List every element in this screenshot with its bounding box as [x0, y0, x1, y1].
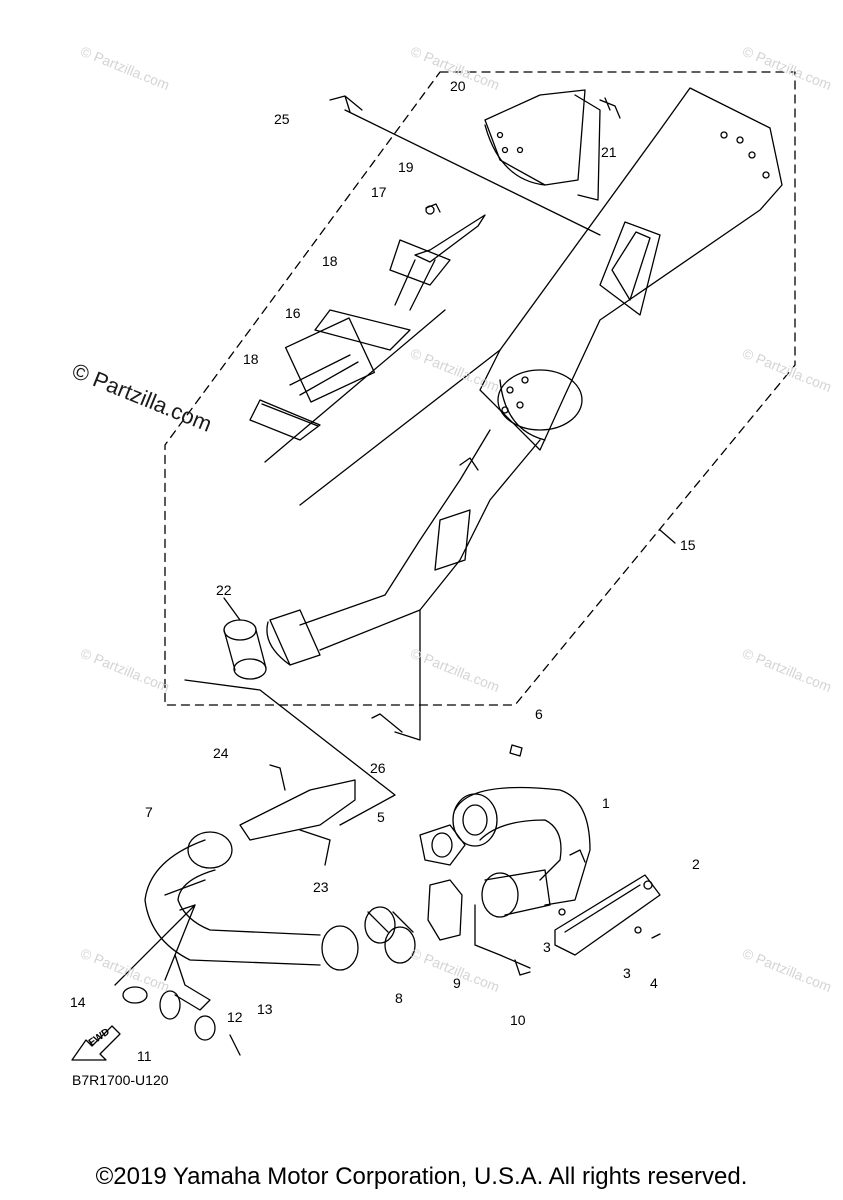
end-cap-20 [484, 89, 601, 201]
callout-10: 10 [510, 1012, 526, 1028]
joint-pipe-22 [184, 597, 396, 826]
callout-13: 13 [257, 1001, 273, 1017]
callout-22: 22 [216, 582, 232, 598]
callout-18: 18 [322, 253, 338, 269]
callout-25: 25 [274, 111, 290, 127]
gasket-5 [419, 824, 466, 866]
callout-19: 19 [398, 159, 414, 175]
leader-15 [659, 529, 676, 544]
callout-14: 14 [70, 994, 86, 1010]
bolt-26 [371, 713, 403, 733]
nut-6 [509, 744, 523, 757]
callout-18: 18 [243, 351, 259, 367]
callout-7: 7 [145, 804, 153, 820]
callout-17: 17 [371, 184, 387, 200]
bracket-23 [239, 779, 356, 841]
bolt-10 [514, 959, 531, 976]
leader-25 [344, 109, 601, 236]
bracket-11-14 [114, 904, 241, 1056]
callout-1: 1 [602, 795, 610, 811]
callout-11: 11 [137, 1048, 152, 1064]
bracket-9 [427, 879, 463, 941]
callout-4: 4 [650, 975, 658, 991]
callout-3: 3 [543, 939, 551, 955]
exhaust-pipe-7 [144, 831, 359, 971]
gasket-8 [364, 906, 416, 964]
fwd-arrow [71, 1025, 121, 1061]
callout-12: 12 [227, 1009, 243, 1025]
callout-8: 8 [395, 990, 403, 1006]
callout-23: 23 [313, 879, 329, 895]
callout-16: 16 [285, 305, 301, 321]
exhaust-pipe-1 [452, 786, 591, 918]
silencer-internals [249, 205, 501, 506]
callout-24: 24 [213, 745, 229, 761]
bolt-21 [599, 97, 621, 119]
muffler-body [266, 87, 783, 666]
copyright-notice: ©2019 Yamaha Motor Corporation, U.S.A. A… [95, 1163, 748, 1190]
callout-5: 5 [377, 809, 385, 825]
bolt-24 [269, 764, 286, 791]
callout-20: 20 [450, 78, 466, 94]
callout-21: 21 [601, 144, 617, 160]
callout-3: 3 [623, 965, 631, 981]
callout-9: 9 [453, 975, 461, 991]
protector-2 [554, 874, 661, 956]
drawing-code: B7R1700-U120 [72, 1072, 169, 1088]
bolt-25 [329, 95, 363, 113]
callout-15: 15 [680, 537, 696, 553]
assembly-15-boundary [164, 71, 796, 706]
callout-2: 2 [692, 856, 700, 872]
callout-6: 6 [535, 706, 543, 722]
callout-26: 26 [370, 760, 386, 776]
bolt-19 [425, 203, 441, 213]
